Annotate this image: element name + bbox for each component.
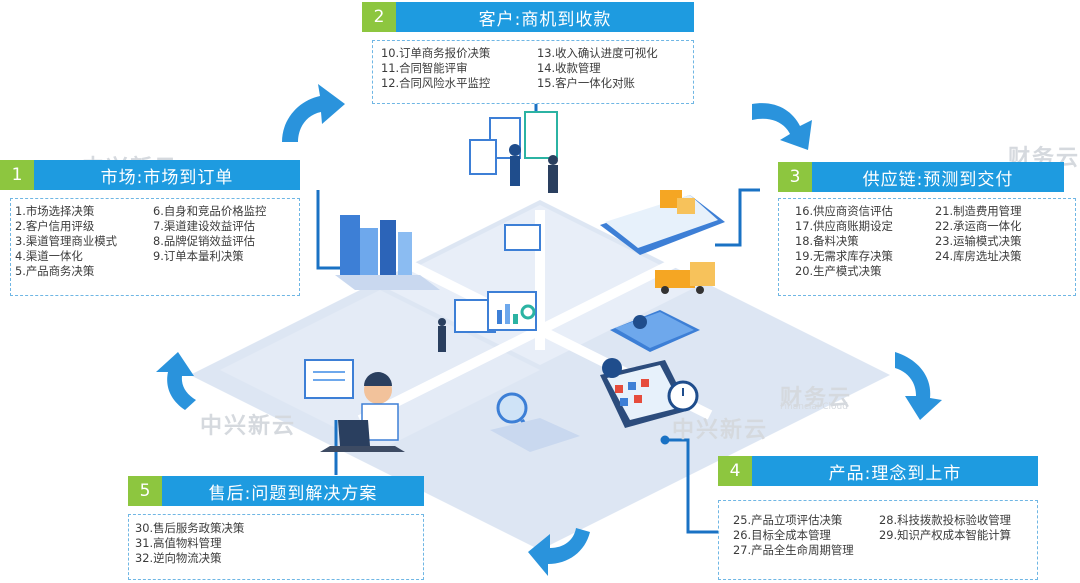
magnifier-illustration	[490, 392, 580, 452]
supply-chain-illustration	[600, 190, 725, 294]
list-item: 29.知识产权成本智能计算	[879, 528, 1012, 542]
list-item: 32.逆向物流决策	[135, 551, 222, 565]
list-item: 16.供应商资信评估	[795, 204, 893, 218]
list-item: 3.渠道管理商业模式	[15, 234, 117, 248]
panel-supply-header: 3 供应链:预测到交付	[778, 162, 1064, 192]
panel-customer-list: 10.订单商务报价决策 11.合同智能评审 12.合同风险水平监控 13.收入确…	[372, 40, 694, 104]
panel-customer-col1: 10.订单商务报价决策 11.合同智能评审 12.合同风险水平监控	[381, 46, 490, 91]
connector-supply	[715, 188, 760, 247]
panel-product-list: 25.产品立项评估决策 26.目标全成本管理 27.产品全生命周期管理 28.科…	[718, 500, 1038, 580]
panel-product-number: 4	[718, 456, 752, 486]
watermark-zte-3: 中兴新云	[672, 418, 769, 443]
list-item: 11.合同智能评审	[381, 61, 468, 75]
panel-aftersales-title: 售后:问题到解决方案	[162, 476, 424, 506]
panel-supply-title: 供应链:预测到交付	[812, 162, 1064, 192]
panel-aftersales-number: 5	[128, 476, 162, 506]
panel-product-col1: 25.产品立项评估决策 26.目标全成本管理 27.产品全生命周期管理	[733, 513, 854, 558]
list-item: 15.客户一体化对账	[537, 76, 635, 90]
panel-product-col2: 28.科技拨款投标验收管理 29.知识产权成本智能计算	[879, 513, 1011, 543]
list-item: 5.产品商务决策	[15, 264, 95, 278]
list-item: 31.高值物料管理	[135, 536, 222, 550]
list-item: 19.无需求库存决策	[795, 249, 893, 263]
watermark-finance-en: Financial Cloud	[780, 402, 848, 412]
cycle-arrow-bottom-icon	[528, 528, 590, 576]
panel-market: 1 市场:市场到订单 1.市场选择决策 2.客户信用评级 3.渠道管理商业模式 …	[0, 160, 300, 296]
list-item: 1.市场选择决策	[15, 204, 95, 218]
list-item: 17.供应商账期设定	[795, 219, 893, 233]
list-item: 13.收入确认进度可视化	[537, 46, 658, 60]
panel-market-header: 1 市场:市场到订单	[0, 160, 300, 190]
panel-customer-number: 2	[362, 2, 396, 32]
list-item: 30.售后服务政策决策	[135, 521, 245, 535]
panel-supply-list: 16.供应商资信评估 17.供应商账期设定 18.备料决策 19.无需求库存决策…	[778, 198, 1076, 296]
panel-product: 4 产品:理念到上市 25.产品立项评估决策 26.目标全成本管理 27.产品全…	[718, 456, 1038, 580]
list-item: 4.渠道一体化	[15, 249, 83, 263]
panel-supply-number: 3	[778, 162, 812, 192]
list-item: 26.目标全成本管理	[733, 528, 831, 542]
connector-product-dot	[660, 435, 670, 445]
panel-aftersales: 5 售后:问题到解决方案 30.售后服务政策决策 31.高值物料管理 32.逆向…	[128, 476, 424, 580]
list-item: 12.合同风险水平监控	[381, 76, 491, 90]
panel-market-title: 市场:市场到订单	[34, 160, 300, 190]
dashboard-illustration	[438, 224, 541, 352]
list-item: 27.产品全生命周期管理	[733, 543, 854, 557]
panel-aftersales-list: 30.售后服务政策决策 31.高值物料管理 32.逆向物流决策	[128, 514, 424, 580]
panel-customer: 2 客户:商机到收款 10.订单商务报价决策 11.合同智能评审 12.合同风险…	[362, 2, 694, 104]
list-item: 24.库房选址决策	[935, 249, 1022, 263]
connector-product	[665, 438, 720, 534]
panel-product-title: 产品:理念到上市	[752, 456, 1038, 486]
connector-market	[316, 190, 350, 270]
list-item: 2.客户信用评级	[15, 219, 95, 233]
list-item: 6.自身和竞品价格监控	[153, 204, 267, 218]
panel-customer-header: 2 客户:商机到收款	[362, 2, 694, 32]
cycle-arrow-right-icon	[895, 352, 942, 420]
list-item: 21.制造费用管理	[935, 204, 1022, 218]
product-calculator-illustration	[600, 358, 699, 428]
list-item: 14.收款管理	[537, 61, 601, 75]
list-item: 25.产品立项评估决策	[733, 513, 843, 527]
list-item: 28.科技拨款投标验收管理	[879, 513, 1012, 527]
list-item: 20.生产模式决策	[795, 264, 882, 278]
panel-market-number: 1	[0, 160, 34, 190]
watermark-finance-2: 财务云	[780, 386, 853, 411]
list-item: 23.运输模式决策	[935, 234, 1022, 248]
panel-market-col2: 6.自身和竞品价格监控 7.渠道建设效益评估 8.品牌促销效益评估 9.订单本量…	[153, 204, 266, 264]
city-buildings-illustration	[335, 215, 440, 290]
watermark-zte-2: 中兴新云	[200, 414, 297, 439]
panel-customer-title: 客户:商机到收款	[396, 2, 694, 32]
panel-supply-col2: 21.制造费用管理 22.承运商一体化 23.运输模式决策 24.库房选址决策	[935, 204, 1021, 264]
panel-market-list: 1.市场选择决策 2.客户信用评级 3.渠道管理商业模式 4.渠道一体化 5.产…	[10, 198, 300, 296]
panel-supply-col1: 16.供应商资信评估 17.供应商账期设定 18.备料决策 19.无需求库存决策…	[795, 204, 893, 279]
panel-customer-col2: 13.收入确认进度可视化 14.收款管理 15.客户一体化对账	[537, 46, 658, 91]
panel-market-col1: 1.市场选择决策 2.客户信用评级 3.渠道管理商业模式 4.渠道一体化 5.产…	[15, 204, 117, 279]
panel-product-header: 4 产品:理念到上市	[718, 456, 1038, 486]
list-item: 22.承运商一体化	[935, 219, 1022, 233]
cycle-arrow-left-icon	[156, 352, 196, 410]
list-item: 10.订单商务报价决策	[381, 46, 491, 60]
list-item: 9.订单本量利决策	[153, 249, 244, 263]
panel-aftersales-header: 5 售后:问题到解决方案	[128, 476, 424, 506]
cycle-arrow-top-left-icon	[282, 84, 345, 142]
customer-screens-illustration	[469, 111, 558, 193]
panel-supply-chain: 3 供应链:预测到交付 16.供应商资信评估 17.供应商账期设定 18.备料决…	[778, 162, 1078, 296]
support-agent-illustration	[304, 359, 405, 452]
list-item: 7.渠道建设效益评估	[153, 219, 255, 233]
delivery-illustration	[610, 310, 700, 352]
panel-aftersales-col1: 30.售后服务政策决策 31.高值物料管理 32.逆向物流决策	[135, 521, 244, 566]
list-item: 8.品牌促销效益评估	[153, 234, 255, 248]
cycle-arrow-top-right-icon	[752, 103, 812, 150]
list-item: 18.备料决策	[795, 234, 859, 248]
